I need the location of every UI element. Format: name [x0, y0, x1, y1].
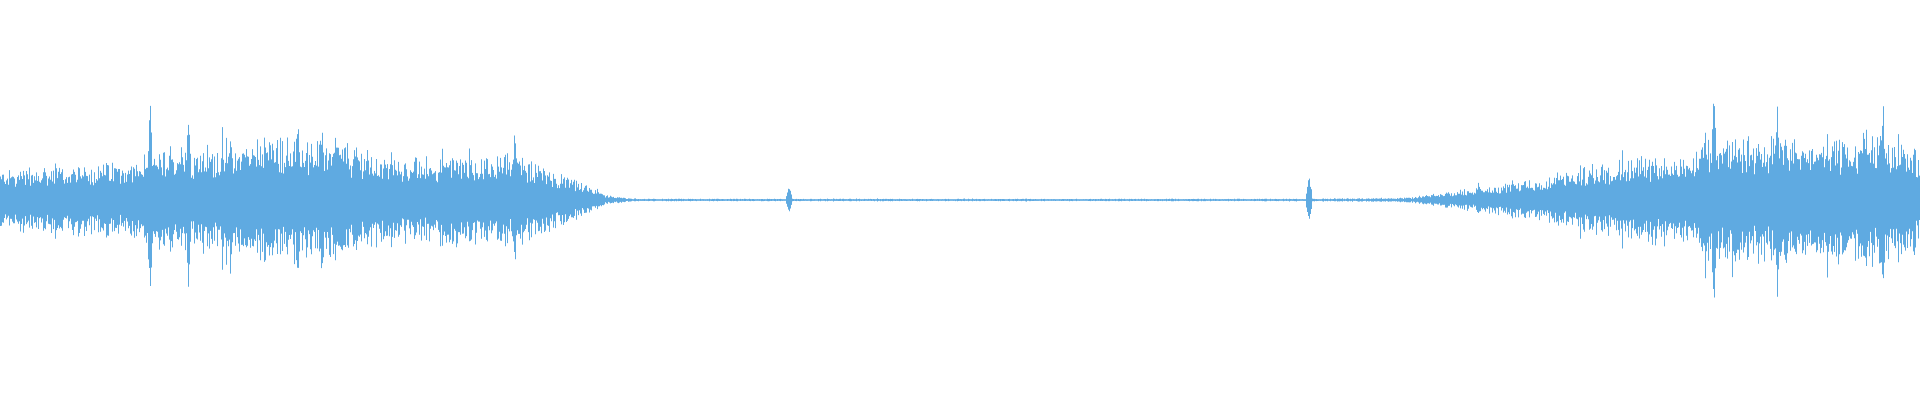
- waveform-bars: [0, 103, 1920, 298]
- waveform-path: [0, 103, 1920, 298]
